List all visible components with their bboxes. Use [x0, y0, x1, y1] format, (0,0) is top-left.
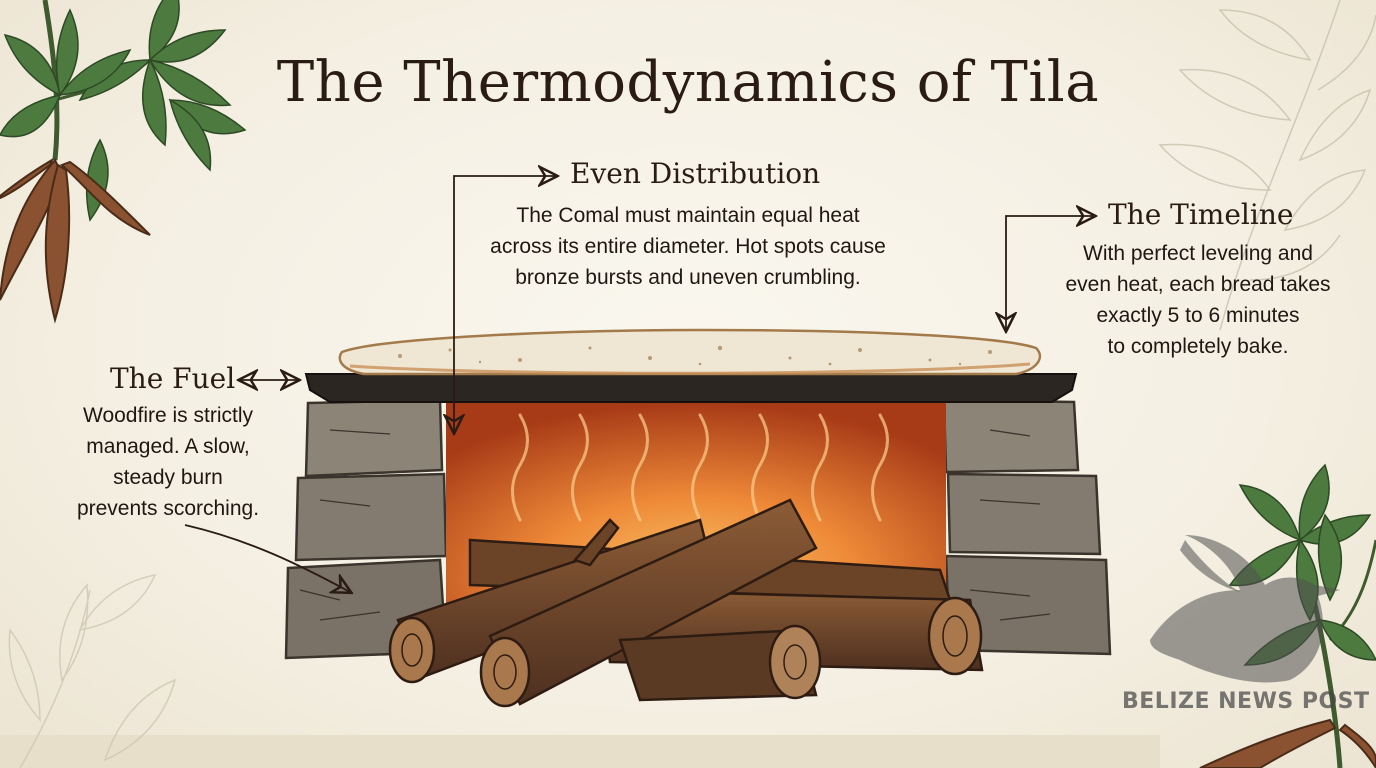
- stone-pillar-right: [942, 398, 1112, 656]
- timeline-heading: The Timeline: [1108, 198, 1294, 231]
- fuel-text: Woodfire is strictly managed. A slow, st…: [76, 404, 260, 520]
- annotation-arrows: [184, 176, 1094, 592]
- even-distribution-heading: Even Distribution: [570, 157, 821, 190]
- cassava-plant-top-left-icon: [0, 0, 247, 324]
- page-title: The Thermodynamics of Tila: [276, 50, 1100, 115]
- firewood-logs: [388, 498, 984, 708]
- watermark-text: BELIZE NEWS POST: [1122, 689, 1370, 714]
- comal-griddle: [304, 373, 1078, 403]
- paper-bottom-band: [0, 735, 1160, 768]
- bird-logo-icon: [1150, 535, 1340, 683]
- even-distribution-arrow: [454, 176, 556, 432]
- bread-texture-dots: [398, 345, 992, 366]
- background-leaf-sketch-right-icon: [1158, 0, 1376, 331]
- timeline-text: With perfect leveling and even heat, eac…: [1065, 242, 1331, 358]
- background-leaf-sketch-left-icon: [8, 573, 177, 768]
- fuel-pointer-arrow: [184, 524, 350, 592]
- timeline-arrow: [1006, 216, 1094, 330]
- stone-pillar-left: [284, 398, 448, 660]
- even-distribution-text: The Comal must maintain equal heat acros…: [490, 204, 886, 289]
- tila-bread: [338, 328, 1042, 376]
- fuel-heading: The Fuel: [110, 362, 236, 395]
